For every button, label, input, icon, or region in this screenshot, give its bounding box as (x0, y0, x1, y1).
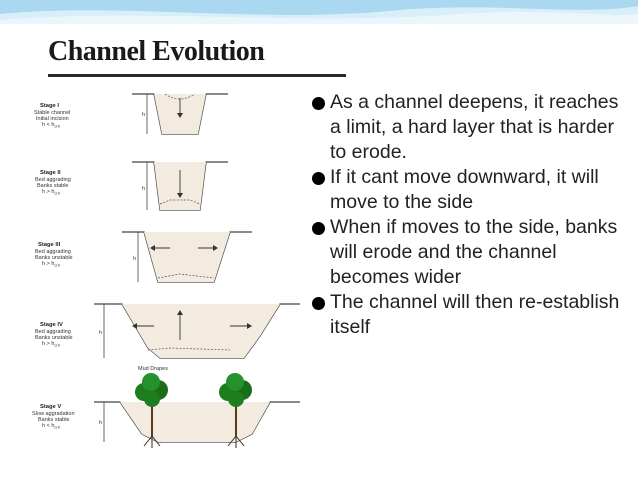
stage-desc: Bed aggrading (35, 177, 71, 183)
tree-icon (219, 373, 252, 448)
stage-2: Stage II Bed aggrading Banks stable h > … (35, 161, 228, 211)
stage-label: Stage IV (40, 322, 63, 328)
height-label: h (142, 186, 145, 192)
title-underline (48, 74, 346, 77)
bullet-item: The channel will then re-establish itsel… (312, 290, 632, 340)
stage-label: Stage III (38, 242, 61, 248)
bullet-item: As a channel deepens, it reaches a limit… (312, 90, 632, 165)
stage-desc: Banks unstable (35, 255, 73, 261)
stage-desc: Stable channel (34, 110, 70, 116)
height-label: h (133, 256, 136, 262)
stage-desc: Banks stable (38, 417, 70, 423)
header-banner (0, 0, 638, 24)
stage-3: Stage III Bed aggrading Banks unstable h… (35, 231, 252, 283)
stage-label: Stage I (40, 103, 59, 109)
stage-desc: Banks unstable (35, 335, 73, 341)
stage-desc: Slow aggradation (32, 411, 75, 417)
tree-icon (135, 373, 168, 448)
stage-desc: Banks stable (37, 183, 69, 189)
stage-1: Stage I Stable channel Initial incision … (34, 93, 228, 135)
stage-5: Stage V Slow aggradation Banks stable h … (32, 373, 300, 448)
height-label: h (99, 420, 102, 426)
bullet-item: When if moves to the side, banks will er… (312, 215, 632, 290)
stage-desc: Initial incision (36, 116, 69, 122)
channel-evolution-diagram: Stage I Stable channel Initial incision … (32, 93, 300, 448)
height-label: h (99, 330, 102, 336)
stage-ratio: h < hcrit (42, 423, 61, 430)
stage-4: Stage IV Bed aggrading Banks unstable h … (35, 303, 300, 372)
stage-label: Stage II (40, 170, 61, 176)
slide-title: Channel Evolution (48, 36, 265, 67)
bullet-item: If it cant move downward, it will move t… (312, 165, 632, 215)
stage-ratio: h > hcrit (42, 189, 61, 196)
stage-desc: Bed aggrading (35, 329, 71, 335)
stage-ratio: h > hcrit (42, 261, 61, 268)
stage-desc: Bed aggrading (35, 249, 71, 255)
bullet-list: As a channel deepens, it reaches a limit… (312, 90, 632, 340)
stage-ratio: h > hcrit (42, 341, 61, 348)
height-label: h (142, 112, 145, 118)
stage-label: Stage V (40, 404, 61, 410)
mud-drapes-label: Mud Drapes (138, 366, 168, 372)
stage-ratio: h < hcrit (42, 122, 61, 129)
